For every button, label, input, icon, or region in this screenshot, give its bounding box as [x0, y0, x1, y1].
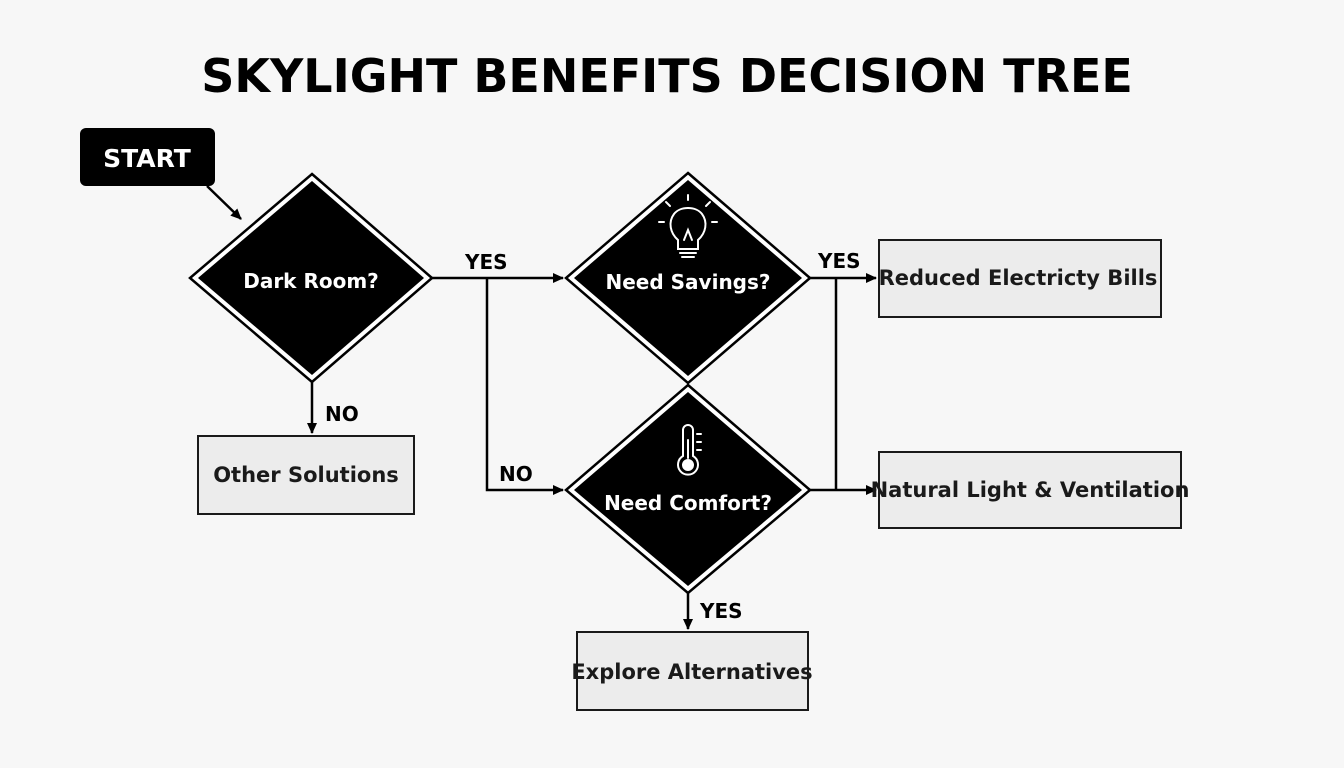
connectors — [307, 273, 877, 630]
dark-no-label: NO — [325, 402, 359, 426]
other-solutions-box: Other Solutions — [197, 435, 415, 515]
explore-alternatives-box: Explore Alternatives — [571, 631, 813, 711]
dark-room-label: Dark Room? — [243, 269, 379, 293]
page-title: SKYLIGHT BENEFITS DECISION TREE — [201, 49, 1133, 103]
start-label: START — [103, 144, 191, 173]
natural-light-label: Natural Light & Ventilation — [871, 478, 1190, 502]
comfort-no-label: NO — [499, 462, 533, 486]
thermometer-icon — [677, 424, 702, 476]
lightbulb-icon — [658, 194, 718, 258]
dark-branch-to-comfort — [485, 278, 564, 495]
dark-room-decision: Dark Room? — [188, 172, 434, 384]
need-comfort-decision: Need Comfort? — [564, 383, 812, 595]
dark-yes-label: YES — [464, 250, 508, 274]
explore-alternatives-label: Explore Alternatives — [571, 660, 812, 684]
need-savings-label: Need Savings? — [606, 270, 771, 294]
reduced-bills-label: Reduced Electricty Bills — [879, 266, 1158, 290]
need-comfort-label: Need Comfort? — [604, 491, 772, 515]
start-node: START — [80, 128, 215, 186]
comfort-yes-label: YES — [699, 599, 743, 623]
natural-light-box: Natural Light & Ventilation — [871, 451, 1190, 529]
other-solutions-label: Other Solutions — [213, 463, 399, 487]
need-savings-decision: Need Savings? — [564, 171, 812, 385]
reduced-bills-box: Reduced Electricty Bills — [878, 239, 1162, 318]
savings-yes-label: YES — [817, 249, 861, 273]
start-connector — [206, 185, 242, 220]
